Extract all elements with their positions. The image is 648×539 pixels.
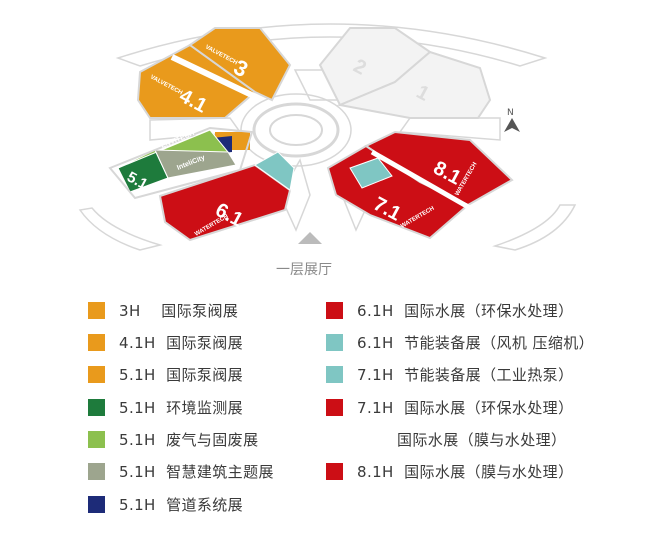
hall-5.1-border — [108, 126, 254, 200]
legend-item-6.1h-water: 6.1H 国际水展（环保水处理） — [326, 300, 573, 320]
legend-swatch — [88, 430, 105, 448]
legend-item-5.1h-wastegas: 5.1H 废气与固废展 — [88, 429, 258, 449]
legend-swatch — [326, 333, 343, 351]
legend-text: 7.1H 节能装备展（工业热泵） — [357, 365, 574, 384]
legend-item-5.1h-smartbuilding: 5.1H 智慧建筑主题展 — [88, 461, 274, 481]
legend-text: 5.1H 环境监测展 — [119, 398, 244, 417]
legend-swatch — [88, 333, 105, 351]
legend-text: 8.1H 国际水展（膜与水处理） — [357, 462, 574, 481]
legend-swatch — [88, 495, 105, 513]
exhibition-floor-map: 4.1 3 2 1 5.1 6.1 7.1 8.1 VALVETECH VALV… — [78, 23, 577, 278]
west-arc — [78, 207, 163, 251]
hall-1[interactable] — [336, 50, 492, 119]
legend-item-7.1h-membrane: 国际水展（膜与水处理） — [397, 429, 566, 449]
legend-item-6.1h-energy: 6.1H 节能装备展（风机 压缩机） — [326, 332, 594, 352]
legend-text: 7.1H 国际水展（环保水处理） — [357, 398, 574, 417]
legend-swatch — [88, 398, 105, 416]
hall-divider-3-4 — [170, 54, 260, 101]
hall-divider-7-8 — [370, 149, 472, 211]
legend-swatch — [326, 462, 343, 480]
legend-swatch — [88, 365, 105, 383]
legend-swatch — [326, 398, 343, 416]
legend-item-3h-valve: 3H 国际泵阀展 — [88, 300, 238, 320]
legend-text: 3H 国际泵阀展 — [119, 301, 239, 320]
legend-text: 5.1H 废气与固废展 — [119, 430, 259, 449]
floor-label: 一层展厅 — [276, 262, 332, 278]
legend-text: 4.1H 国际泵阀展 — [119, 333, 244, 352]
legend-item-7.1h-water: 7.1H 国际水展（环保水处理） — [326, 397, 573, 417]
legend-item-5.1h-valve: 5.1H 国际泵阀展 — [88, 364, 243, 384]
north-label: N — [507, 108, 514, 118]
hall-7.1-energy[interactable] — [349, 157, 393, 189]
legend-item-8.1h-membrane: 8.1H 国际水展（膜与水处理） — [326, 461, 573, 481]
legend-swatch — [88, 462, 105, 480]
legend-swatch — [326, 301, 343, 319]
legend-item-7.1h-energy: 7.1H 节能装备展（工业热泵） — [326, 364, 573, 384]
legend-swatch — [88, 301, 105, 319]
hall-5.1-smartbuilding[interactable] — [154, 149, 237, 179]
legend-text: 5.1H 管道系统展 — [119, 495, 244, 514]
legend-item-4.1h-valve: 4.1H 国际泵阀展 — [88, 332, 243, 352]
east-arc — [492, 204, 577, 251]
legend-item-5.1h-envmonitor: 5.1H 环境监测展 — [88, 397, 243, 417]
center-plaza-inner — [269, 114, 323, 146]
entrance-arrow-icon — [298, 232, 322, 244]
hall-3[interactable] — [188, 27, 292, 102]
north-arrow-icon — [504, 118, 520, 132]
legend-text: 国际水展（膜与水处理） — [397, 430, 567, 449]
legend-item-5.1h-pipe: 5.1H 管道系统展 — [88, 494, 243, 514]
legend-text: 5.1H 国际泵阀展 — [119, 365, 244, 384]
legend-text: 5.1H 智慧建筑主题展 — [119, 462, 274, 481]
hall-6.1-energy[interactable] — [254, 151, 295, 191]
legend-text: 6.1H 国际水展（环保水处理） — [357, 301, 574, 320]
legend-swatch — [326, 365, 343, 383]
legend-text: 6.1H 节能装备展（风机 压缩机） — [357, 333, 595, 352]
